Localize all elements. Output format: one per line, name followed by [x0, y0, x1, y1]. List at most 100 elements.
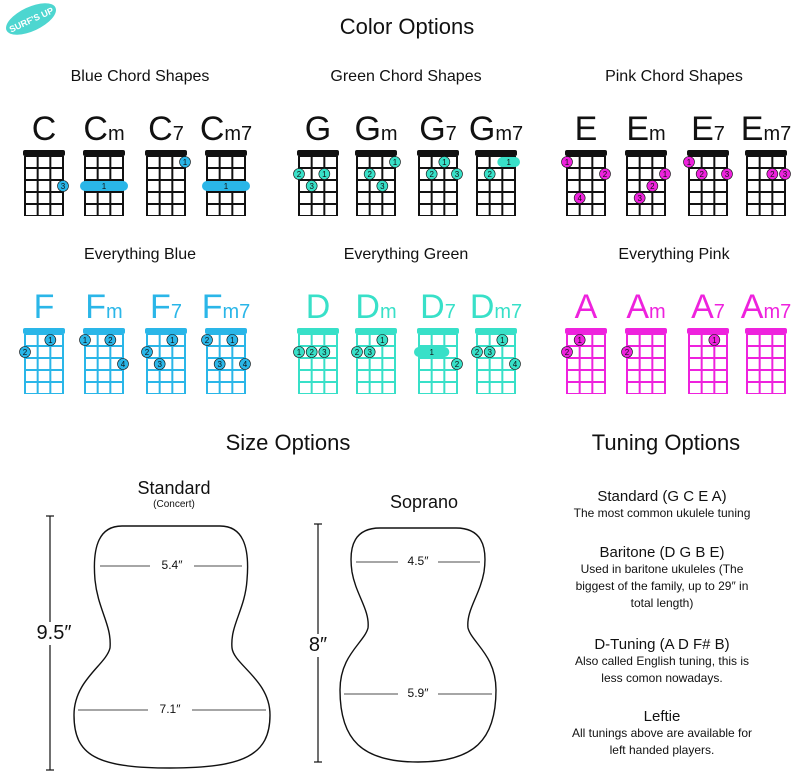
standard-height-label: 9.5″	[24, 622, 84, 645]
chord-name: G	[288, 112, 348, 146]
tuning-desc-line: less comon nowadays.	[601, 671, 723, 685]
tuning-options-title: Tuning Options	[591, 430, 741, 455]
chord-suffix: m7	[222, 301, 251, 323]
finger-number: 3	[783, 170, 788, 179]
finger-number: 1	[297, 348, 302, 357]
finger-number: 2	[297, 170, 302, 179]
surfs-up-badge-logo: SURF'S UP	[6, 3, 56, 35]
chord-nut	[23, 150, 65, 156]
chord-root: E	[626, 110, 649, 148]
chord-name: Dm7	[466, 290, 526, 324]
chord-suffix: m	[107, 123, 125, 145]
chord-nut	[745, 150, 787, 156]
finger-dot	[451, 168, 463, 180]
chord-name: Dm	[346, 290, 406, 324]
chord-fretboard: 1	[202, 150, 250, 216]
tuning-item-baritone: Baritone (D G B E) Used in baritone ukul…	[530, 544, 794, 612]
chord-fretboard: 123	[625, 150, 671, 216]
tuning-item-standard: Standard (G C E A) The most common ukule…	[530, 488, 794, 522]
finger-dot	[695, 168, 708, 180]
finger-dot	[239, 358, 251, 370]
tuning-desc-line: left handed players.	[609, 743, 715, 757]
tuning-desc-line: The most common ukulele tuning	[573, 506, 751, 520]
finger-number: 1	[506, 158, 511, 167]
chord-nut	[625, 150, 667, 156]
soprano-upper-width-label: 4.5″	[398, 554, 438, 568]
chord-c7: C7 1	[136, 112, 196, 216]
finger-number: 1	[183, 158, 188, 167]
finger-number: 3	[725, 170, 730, 179]
chord-root: C	[199, 110, 225, 148]
finger-dot	[141, 346, 153, 358]
finger-number: 2	[309, 348, 314, 357]
finger-dot	[376, 334, 389, 346]
finger-number: 2	[487, 170, 492, 179]
chord-name: C7	[136, 112, 196, 146]
finger-number: 2	[367, 170, 372, 179]
chord-name: D7	[408, 290, 468, 324]
finger-number: 3	[455, 170, 460, 179]
finger-number: 2	[355, 348, 360, 357]
chord-barre	[497, 157, 520, 167]
tuning-title: Baritone (D G B E)	[599, 544, 725, 561]
chord-am7: Am7	[736, 290, 794, 394]
finger-dot	[425, 168, 438, 180]
chord-name: Em	[616, 112, 676, 146]
chord-root: G	[468, 110, 496, 148]
chord-suffix: m7	[763, 123, 792, 145]
chord-suffix: m7	[763, 301, 792, 323]
chord-name: Cm	[74, 112, 134, 146]
chord-nut	[355, 150, 397, 156]
chord-root: C	[148, 110, 173, 148]
finger-dot	[561, 156, 573, 168]
finger-number: 3	[637, 194, 642, 203]
chord-fretboard: 12	[19, 328, 65, 394]
chord-name: Gm	[346, 112, 406, 146]
size-options-title: Size Options	[225, 430, 351, 455]
finger-dot	[153, 358, 166, 370]
tuning-desc-line: All tunings above are available for	[571, 726, 753, 740]
chord-nut	[297, 328, 339, 334]
chord-suffix: 7	[713, 301, 725, 323]
finger-dot	[363, 168, 376, 180]
chord-root: F	[33, 288, 55, 326]
finger-number: 1	[442, 158, 447, 167]
group-label-blue-shapes: Blue Chord Shapes	[70, 68, 210, 85]
finger-dot	[226, 334, 239, 346]
finger-number: 1	[500, 336, 505, 345]
chord-fretboard: 1	[687, 328, 729, 394]
chord-nut	[205, 328, 247, 334]
finger-dot	[599, 168, 611, 180]
chord-nut	[23, 328, 65, 334]
finger-number: 3	[309, 182, 314, 191]
chord-fretboard: 12 3	[417, 150, 463, 216]
finger-number: 2	[429, 170, 434, 179]
chord-fretboard: 12	[561, 328, 607, 394]
chord-name: A7	[678, 290, 738, 324]
chord-fretboard: 124	[561, 150, 611, 216]
chord-suffix: 7	[170, 301, 182, 323]
finger-dot	[318, 168, 331, 180]
chord-suffix: m7	[494, 301, 523, 323]
chord-fretboard: 3	[23, 150, 69, 216]
finger-dot	[57, 180, 69, 192]
chord-nut	[297, 150, 339, 156]
finger-number: 2	[770, 170, 775, 179]
finger-dot	[376, 180, 389, 192]
finger-dot	[573, 192, 586, 204]
standard-size-sublabel: (Concert)	[153, 499, 195, 510]
finger-number: 3	[217, 360, 222, 369]
soprano-lower-width-label: 5.9″	[398, 686, 438, 700]
chord-name: Fm7	[196, 290, 256, 324]
finger-dot	[44, 334, 57, 346]
